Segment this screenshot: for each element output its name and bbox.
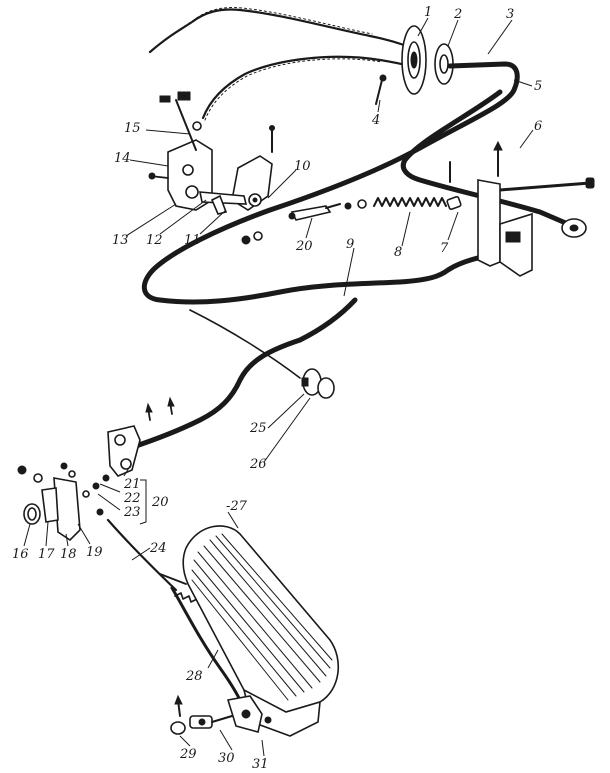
callout-3: 3 bbox=[506, 7, 514, 22]
callout-13: 13 bbox=[112, 233, 129, 248]
callout-17: 17 bbox=[38, 547, 55, 562]
callout-20-lower: 20 bbox=[151, 495, 169, 510]
callout-29: 29 bbox=[179, 747, 197, 762]
callout-20-upper: 20 bbox=[295, 239, 313, 254]
callout-14: 14 bbox=[114, 151, 131, 166]
choke-cable bbox=[148, 7, 406, 54]
callout-19: 19 bbox=[86, 545, 103, 560]
callout-22: 22 bbox=[123, 491, 141, 506]
callout-labels: 1 2 3 4 5 6 7 8 9 10 11 12 13 14 15 16 1… bbox=[12, 5, 542, 772]
callout-15: 15 bbox=[124, 121, 141, 136]
lower-lever bbox=[82, 396, 175, 498]
pedal-bracket bbox=[17, 462, 104, 542]
callout-9: 9 bbox=[346, 237, 354, 252]
lever-bracket bbox=[148, 91, 275, 245]
dash-flange bbox=[401, 25, 454, 95]
bolt-6 bbox=[498, 177, 595, 192]
callout-6: 6 bbox=[534, 119, 542, 134]
throttle-cable bbox=[201, 55, 412, 121]
pedal-pin bbox=[170, 694, 233, 735]
callout-28: 28 bbox=[185, 669, 203, 684]
callout-8: 8 bbox=[394, 245, 402, 260]
callout-24: 24 bbox=[149, 541, 167, 556]
callout-5: 5 bbox=[534, 79, 542, 94]
callout-30: 30 bbox=[218, 751, 235, 766]
accelerator-rod bbox=[141, 61, 520, 305]
callout-4: 4 bbox=[371, 113, 380, 128]
callout-2: 2 bbox=[453, 7, 462, 22]
callout-10: 10 bbox=[294, 159, 311, 174]
lower-rod bbox=[127, 297, 358, 451]
rod-end-knob bbox=[561, 218, 587, 238]
callout-7: 7 bbox=[440, 241, 449, 256]
callout-12: 12 bbox=[146, 233, 163, 248]
spring-8 bbox=[344, 196, 462, 210]
accelerator-pedal bbox=[182, 525, 339, 737]
throttle-knob bbox=[189, 309, 335, 399]
callout-31: 31 bbox=[252, 757, 269, 772]
pedal-rod-24 bbox=[106, 518, 178, 592]
leader-lines bbox=[23, 17, 534, 757]
callout-23: 23 bbox=[123, 505, 141, 520]
callout-1: 1 bbox=[424, 5, 432, 20]
callout-26: 26 bbox=[249, 457, 267, 472]
callout-11: 11 bbox=[184, 233, 201, 248]
screw-4 bbox=[375, 74, 387, 105]
clevis-20-upper bbox=[288, 203, 341, 221]
callout-21: 21 bbox=[123, 477, 141, 492]
callout-25: 25 bbox=[249, 421, 267, 436]
callout-27: -27 bbox=[226, 499, 248, 514]
right-bracket bbox=[449, 140, 533, 277]
callout-16: 16 bbox=[12, 547, 29, 562]
callout-18: 18 bbox=[60, 547, 77, 562]
